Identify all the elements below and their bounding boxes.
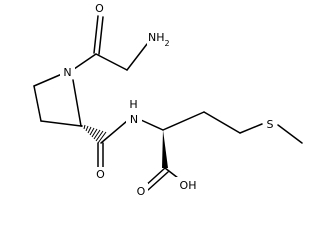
atom-nh2: NH2 [148, 31, 170, 48]
atom-n-ring: N [63, 66, 71, 79]
atom-s: S [267, 118, 274, 131]
bonds [33, 15, 303, 191]
molecule-diagram: O NH2 N N H O S O OH [33, 1, 303, 198]
atom-nh2-main: NH [148, 31, 165, 44]
atom-nh2-subscript: 2 [165, 39, 170, 48]
atom-n-amide: N [130, 113, 138, 126]
atom-labels: O NH2 N N H O S O OH [60, 1, 277, 198]
hashed-stereo-bond [81, 124, 107, 144]
atom-o-amide: O [96, 168, 105, 181]
atom-o-acid: O [137, 185, 146, 198]
atom-h-amide: H [129, 98, 137, 111]
atom-oh: OH [180, 179, 197, 192]
atom-o-acyl: O [95, 2, 104, 15]
